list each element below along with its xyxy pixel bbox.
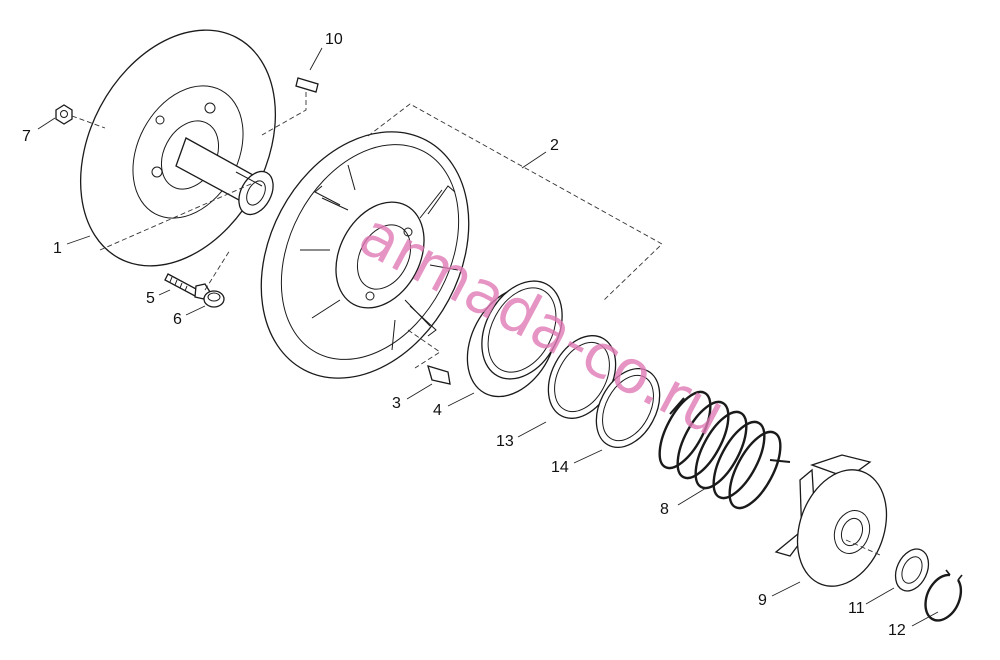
callout-6: 6 (173, 311, 182, 328)
callout-4: 4 (433, 402, 442, 419)
callout-12: 12 (888, 622, 906, 639)
callout-5: 5 (146, 290, 155, 307)
callout-3: 3 (392, 395, 401, 412)
part-9-cam (774, 454, 888, 587)
part-12-circlip (924, 569, 963, 622)
part-11-washer (894, 548, 930, 592)
part-2-movable-sheave (260, 103, 663, 379)
part-14-ring (595, 368, 661, 448)
callout-1: 1 (53, 240, 62, 257)
callout-leaders (37, 47, 939, 627)
callout-10: 10 (325, 31, 343, 48)
part-7-nut (55, 104, 106, 129)
part-8-spring (658, 390, 791, 510)
callout-11: 11 (848, 600, 865, 617)
callout-2: 2 (550, 137, 559, 154)
callout-9: 9 (758, 592, 767, 609)
part-10-key (261, 77, 319, 136)
part-1-fixed-sheave (79, 29, 277, 267)
part-5-bolt (164, 249, 231, 300)
part-3-slider (427, 365, 451, 385)
part-13-ring (547, 335, 617, 419)
part-6-cap (203, 290, 225, 308)
callout-13: 13 (496, 433, 514, 450)
callout-8: 8 (660, 501, 669, 518)
callout-14: 14 (551, 459, 569, 476)
callout-7: 7 (22, 128, 31, 145)
part-4-cup (466, 280, 563, 398)
